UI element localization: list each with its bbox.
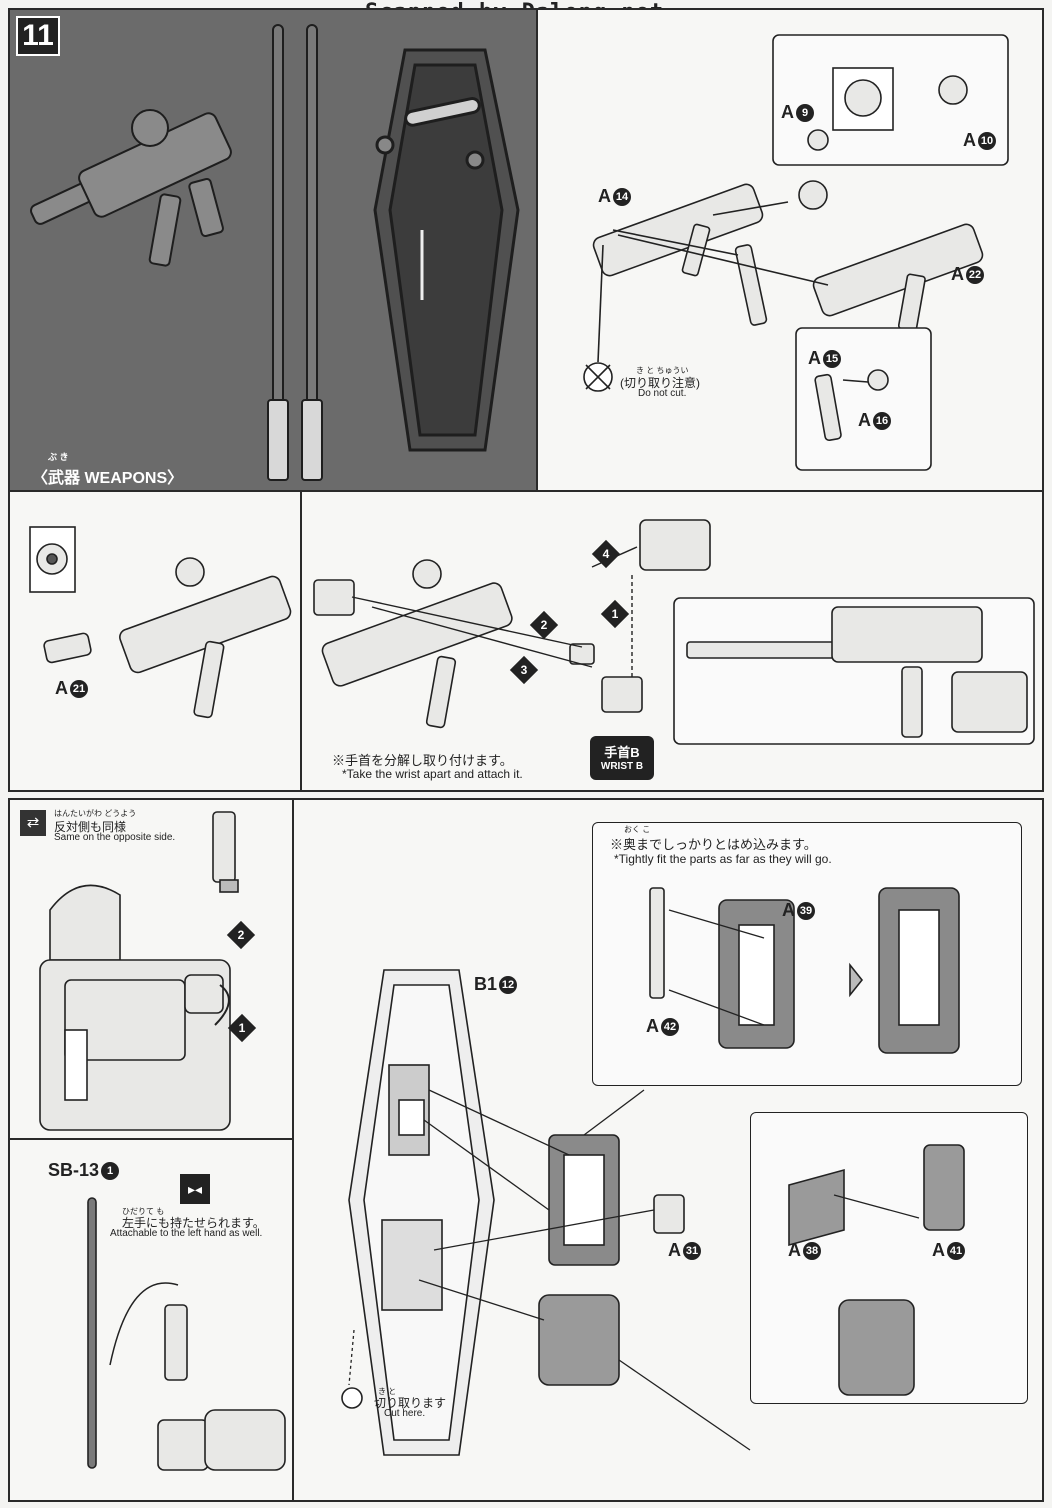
- tight-fit-ruby: おく こ: [624, 825, 651, 834]
- weapons-panel: 11 ぶ き 〈武器 WEAPONS〉: [8, 8, 538, 492]
- step-badge-1: 1: [600, 599, 630, 629]
- tight-fit-note-en: *Tightly fit the parts as far as they wi…: [614, 852, 832, 866]
- no-cut-ruby: き と ちゅうい: [636, 366, 689, 375]
- opposite-note-en: Same on the opposite side.: [54, 832, 176, 843]
- opposite-ruby: はんたいがわ どうよう: [54, 809, 137, 818]
- wrist-b-badge-en: WRIST B: [600, 761, 644, 772]
- cut-note-jp: 切り取ります: [374, 1396, 447, 1410]
- step-badge-3: 3: [509, 655, 539, 685]
- step-badge-2: 2: [529, 610, 559, 640]
- opposite-note-jp: 反対側も同様: [54, 820, 127, 834]
- step-number-badge: 11: [16, 16, 60, 56]
- left-hand-note-jp: 左手にも持たせられます。: [122, 1216, 265, 1230]
- wrist-b-badge-jp: 手首B: [604, 745, 640, 760]
- wrist-b-badge: 手首B WRIST B: [590, 736, 654, 780]
- beam-rifle-illustration: [30, 24, 520, 481]
- wrist-attach-illustration: [313, 519, 1035, 745]
- cut-ruby: き と: [378, 1387, 397, 1396]
- left-hand-icon: ▸◂: [180, 1174, 210, 1204]
- backpack-saber-panel: ⇄ はんたいがわ どうよう 反対側も同様 Same on the opposit…: [8, 798, 294, 1140]
- wrist-attach-panel: 1 2 3 4 ※手首を分解し取り付けます。 *Take the wrist a…: [302, 492, 1044, 792]
- shield-assembly-illustration: [341, 887, 965, 1456]
- shield-assembly-panel: おく こ ※奥までしっかりとはめ込みます。 *Tightly fit the p…: [294, 798, 1044, 1502]
- cut-note-en: Cut here.: [384, 1408, 426, 1419]
- opposite-side-icon: ⇄: [20, 810, 46, 836]
- weapons-title: 〈武器 WEAPONS〉: [32, 470, 184, 487]
- wrist-note-en: *Take the wrist apart and attach it.: [342, 767, 523, 781]
- left-hand-ruby: ひだりて も: [122, 1207, 165, 1216]
- barrel-tip-illustration: [29, 526, 292, 719]
- tight-fit-note-jp: ※奥までしっかりとはめ込みます。: [610, 837, 817, 852]
- no-cut-note-en: Do not cut.: [638, 388, 687, 399]
- backpack-step-2: 2: [226, 920, 256, 950]
- step-badge-4: 4: [591, 539, 621, 569]
- rifle-assembly-illustration: [583, 34, 1009, 471]
- saber-hand-illustration: [87, 1197, 286, 1471]
- left-hand-note-en: Attachable to the left hand as well.: [110, 1228, 263, 1239]
- no-cut-note-jp: (切り取り注意): [620, 376, 700, 390]
- weapons-ruby: ぶ き: [48, 452, 69, 462]
- wrist-note-jp: ※手首を分解し取り付けます。: [332, 753, 513, 768]
- backpack-illustration: [39, 811, 239, 1131]
- backpack-step-1: 1: [227, 1013, 257, 1043]
